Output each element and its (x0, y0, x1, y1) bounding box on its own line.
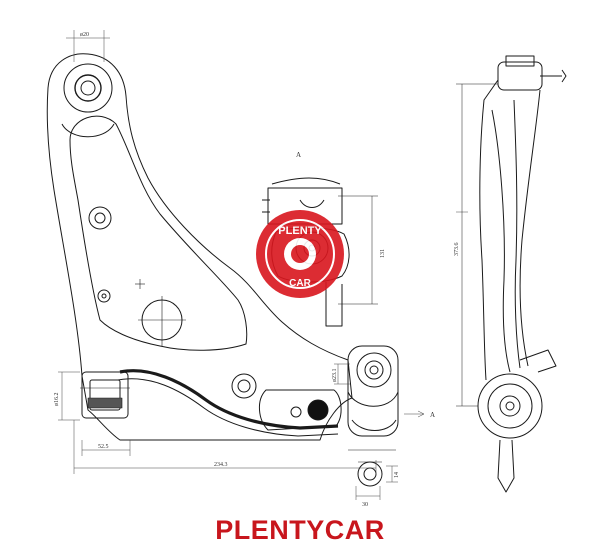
dim-d16-2: ø16.2 (54, 393, 60, 407)
view-label-side: A (430, 411, 435, 419)
dim-14: 14 (394, 472, 400, 478)
plentycar-watermark: PLENTY CAR (256, 210, 344, 298)
dim-234-3: 234.3 (214, 462, 228, 468)
dim-d23-1: ø23.1 (332, 369, 338, 383)
dim-30: 30 (362, 502, 368, 508)
dim-131: 131 (380, 249, 386, 258)
watermark-bottom-text: CAR (289, 278, 311, 289)
dimension-labels: ø20 ø16.2 52.5 234.3 ø23.1 30 14 131 373… (54, 32, 460, 508)
brand-name: PLENTYCAR (215, 515, 385, 545)
dim-373-6: 373.6 (454, 243, 460, 257)
view-label-top: A (296, 151, 301, 159)
watermark-top-text: PLENTY (278, 225, 322, 237)
control-arm-side-view (456, 55, 567, 493)
dim-52-5: 52.5 (98, 444, 109, 450)
dim-d20: ø20 (80, 32, 89, 38)
front-view-dimensions (58, 30, 425, 500)
control-arm-front-view (46, 53, 399, 487)
